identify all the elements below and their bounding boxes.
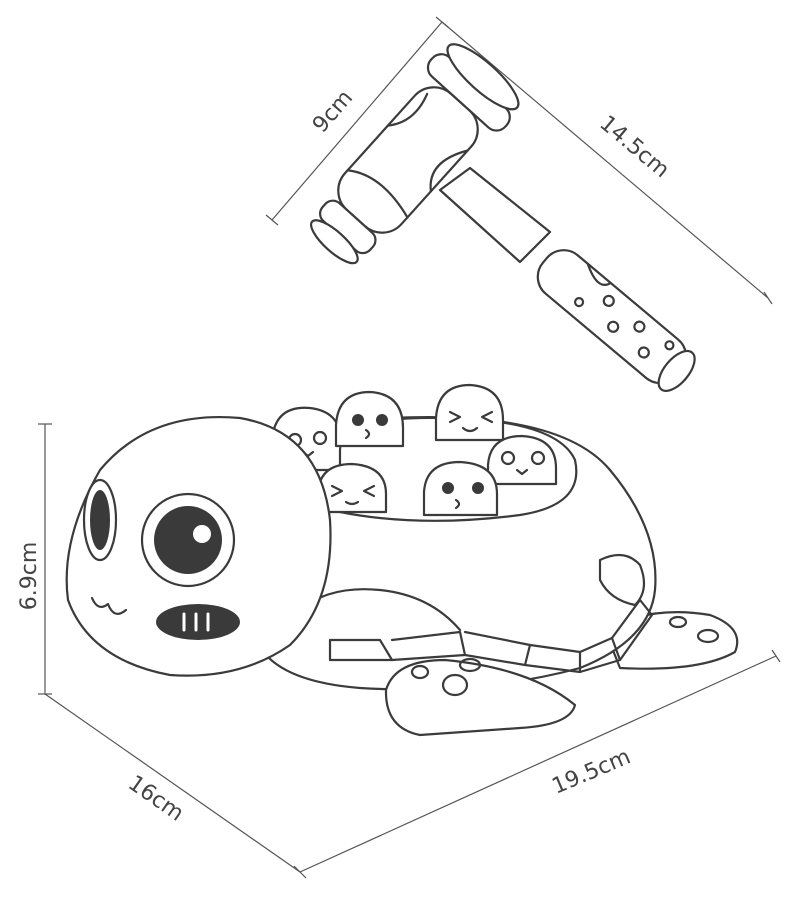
cheek-patch (156, 604, 240, 640)
label-width: 19.5cm (549, 744, 635, 799)
mole-3 (434, 383, 505, 442)
label-hammer-head: 9cm (308, 86, 358, 138)
label-depth: 16cm (123, 771, 188, 827)
label-height: 6.9cm (17, 542, 42, 611)
mole-5 (316, 462, 388, 514)
mole-4 (486, 434, 558, 486)
turtle-toy (65, 383, 739, 737)
dimension-lines (38, 16, 781, 879)
mouth (90, 596, 128, 615)
hammer-grip (536, 249, 696, 392)
mole-2 (334, 390, 405, 448)
front-flipper (384, 658, 577, 737)
hammer-shaft (438, 166, 552, 264)
hammer-head (310, 43, 520, 265)
label-hammer-length: 14.5cm (595, 111, 674, 183)
toy-hammer (310, 43, 696, 392)
mole-6 (422, 460, 499, 517)
